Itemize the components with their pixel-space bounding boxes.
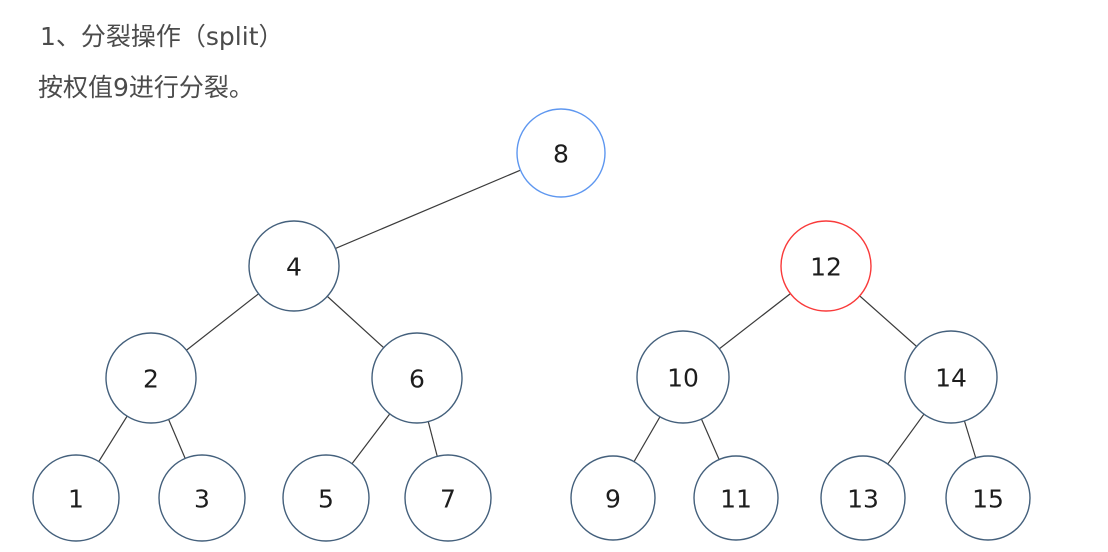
node-label-1: 1 bbox=[68, 485, 84, 514]
node-label-14: 14 bbox=[935, 364, 967, 393]
node-label-10: 10 bbox=[667, 364, 699, 393]
node-circle-6 bbox=[371, 332, 463, 424]
node-label-6: 6 bbox=[409, 365, 425, 394]
node-label-3: 3 bbox=[194, 485, 210, 514]
node-label-13: 13 bbox=[847, 485, 879, 514]
tree-node-5: 5 bbox=[282, 454, 370, 542]
node-circle-9 bbox=[570, 455, 656, 541]
tree-node-7: 7 bbox=[404, 454, 492, 542]
node-circle-11 bbox=[693, 455, 779, 541]
node-label-12: 12 bbox=[810, 253, 842, 282]
node-label-4: 4 bbox=[286, 253, 302, 282]
tree-node-14: 14 bbox=[904, 330, 998, 424]
tree-node-13: 13 bbox=[820, 455, 906, 541]
node-label-5: 5 bbox=[318, 485, 334, 514]
tree-node-11: 11 bbox=[693, 455, 779, 541]
node-circle-2 bbox=[105, 332, 197, 424]
node-circle-5 bbox=[282, 454, 370, 542]
node-circle-13 bbox=[820, 455, 906, 541]
node-circle-7 bbox=[404, 454, 492, 542]
node-circle-10 bbox=[636, 330, 730, 424]
tree-node-3: 3 bbox=[158, 454, 246, 542]
tree-node-8: 8 bbox=[516, 108, 606, 198]
section-heading: 1、分裂操作（split） bbox=[40, 22, 284, 51]
node-label-7: 7 bbox=[440, 485, 456, 514]
node-label-9: 9 bbox=[605, 485, 621, 514]
node-label-2: 2 bbox=[143, 365, 159, 394]
tree-node-4: 4 bbox=[248, 220, 340, 312]
node-circle-14 bbox=[904, 330, 998, 424]
tree-node-6: 6 bbox=[371, 332, 463, 424]
node-label-8: 8 bbox=[553, 140, 569, 169]
node-circle-8 bbox=[516, 108, 606, 198]
node-circle-12 bbox=[780, 220, 872, 312]
node-label-11: 11 bbox=[720, 485, 752, 514]
tree-node-9: 9 bbox=[570, 455, 656, 541]
tree-node-10: 10 bbox=[636, 330, 730, 424]
tree-edge-8-4 bbox=[293, 152, 562, 267]
node-circle-4 bbox=[248, 220, 340, 312]
node-circle-1 bbox=[32, 454, 120, 542]
section-subtext: 按权值9进行分裂。 bbox=[38, 73, 254, 102]
tree-node-15: 15 bbox=[945, 455, 1031, 541]
tree-node-1: 1 bbox=[32, 454, 120, 542]
node-circle-3 bbox=[158, 454, 246, 542]
tree-node-12: 12 bbox=[780, 220, 872, 312]
node-circle-15 bbox=[945, 455, 1031, 541]
node-label-15: 15 bbox=[972, 485, 1004, 514]
tree-node-2: 2 bbox=[105, 332, 197, 424]
